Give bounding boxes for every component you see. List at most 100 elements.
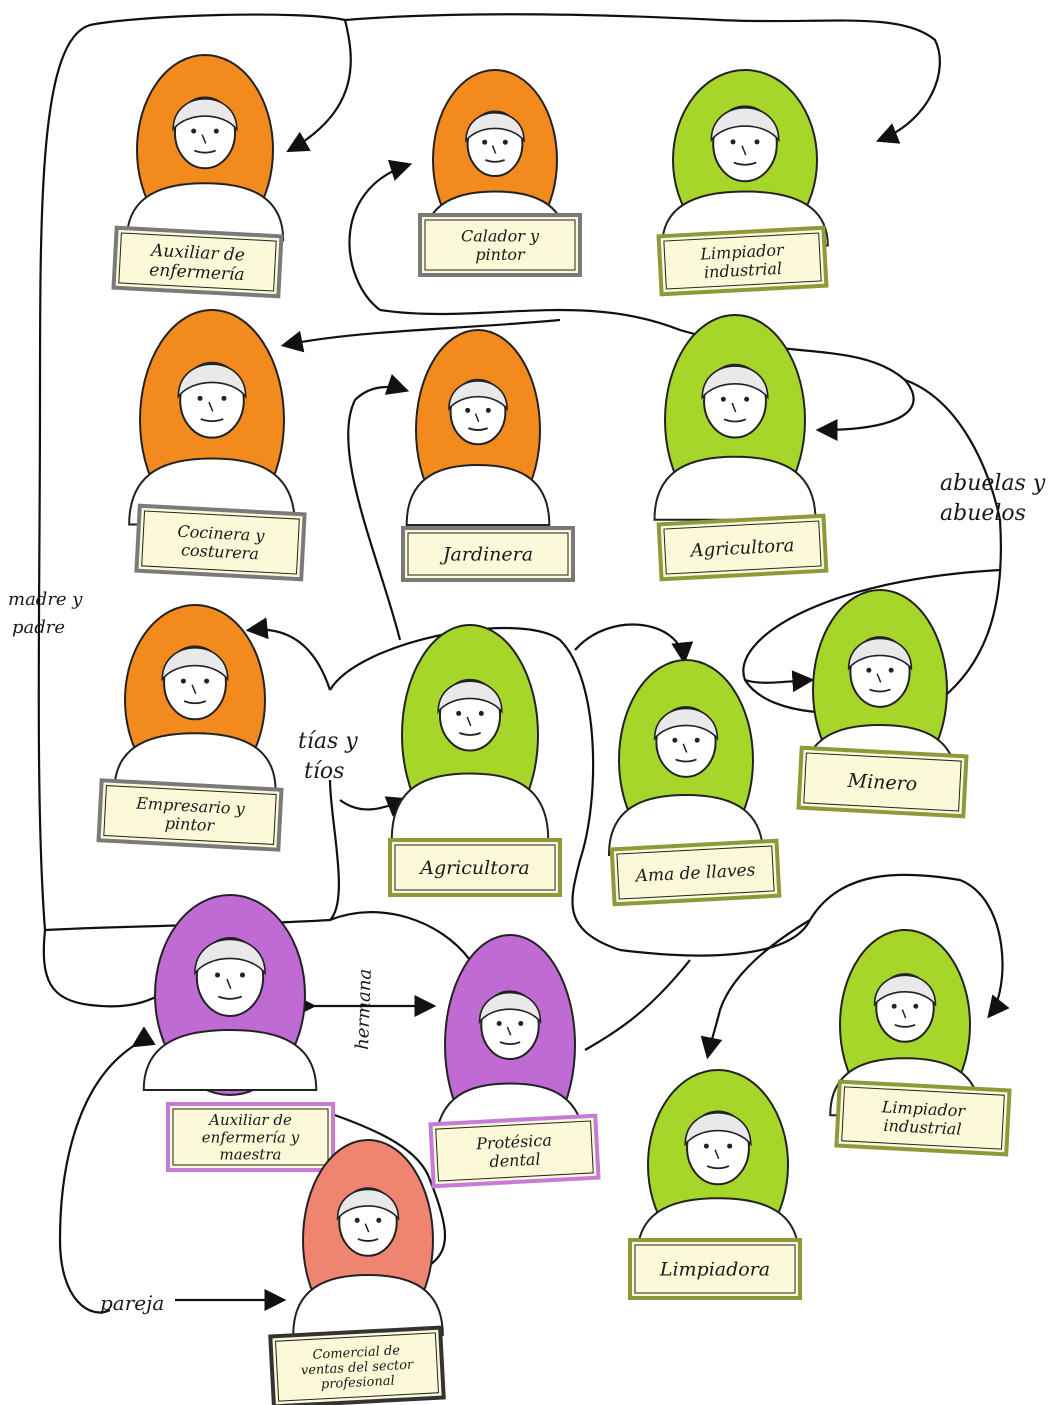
connector-top-left [37, 13, 346, 931]
portrait-eye [703, 1143, 709, 1149]
portrait-eye [180, 678, 186, 684]
person-jardinera: Jardinera [401, 329, 575, 582]
person-minero: Minero [796, 589, 969, 819]
annotation-hermana: hermana [352, 969, 376, 1051]
person-label: Minero [846, 770, 918, 796]
portrait-eye [888, 667, 894, 673]
portrait-mouth [869, 688, 891, 693]
connector-to-empresario [245, 617, 332, 691]
portrait-eye [204, 678, 210, 684]
portrait-mouth [499, 1041, 521, 1046]
person-protesica-dental: Protésicadental [428, 934, 601, 1189]
annotation-pareja: pareja [100, 1291, 164, 1315]
person-label-line: industrial [704, 259, 783, 282]
portrait-hair [684, 1112, 752, 1147]
portrait-eye [866, 667, 872, 673]
portrait-nose [201, 134, 207, 144]
label-card-frame [609, 838, 782, 907]
person-label-line: Auxiliar de [149, 241, 246, 266]
person-agricultora-2: Agricultora [388, 624, 562, 897]
person-label-line: Calador y [461, 226, 540, 245]
label-card: Empresario ypintor [96, 778, 284, 852]
label-card-inner-border [394, 844, 556, 891]
portrait-hair [701, 365, 769, 400]
label-card-frame [96, 778, 284, 852]
label-card-inner-border [634, 1244, 796, 1294]
label-card-frame [834, 1079, 1012, 1157]
label-card-inner-border [803, 752, 962, 812]
person-label: Comercial deventas del sectorprofesional [300, 1343, 415, 1394]
person-label: Limpiadora [659, 1259, 770, 1281]
portrait-body [405, 463, 551, 526]
portrait-mouth [194, 149, 216, 154]
portrait-nose [714, 1149, 720, 1160]
portrait-body [142, 1028, 318, 1091]
label-card: Protésicadental [428, 1113, 601, 1189]
portrait-hair [478, 991, 542, 1025]
person-label: Limpiadorindustrial [879, 1097, 967, 1139]
portrait-eye [518, 1021, 524, 1027]
label-card-frame [134, 503, 307, 582]
connector-protesica-right [584, 959, 691, 1051]
label-card-frame [628, 1238, 802, 1300]
person-label-line: Limpiador [880, 1097, 967, 1120]
person-limpiador-industrial-1: Limpiadorindustrial [656, 69, 829, 297]
label-card-frame [656, 513, 829, 582]
person-empresario-pintor: Empresario ypintor [96, 604, 284, 852]
connector-abuelos-branch [904, 378, 1002, 701]
person-limpiadora: Limpiadora [628, 1069, 802, 1300]
connector-tios-loop [329, 626, 621, 952]
portrait-nose [208, 401, 214, 412]
connector-to-auxiliar [286, 19, 352, 153]
portrait-hair [448, 380, 508, 412]
person-label-line: Limpiadora [659, 1259, 770, 1281]
portrait-mouth [459, 732, 481, 736]
label-card: Jardinera [401, 526, 575, 582]
portrait-eye [221, 395, 227, 401]
person-label-line: pintor [475, 245, 526, 264]
portrait-body [292, 1273, 444, 1336]
connector-to-protesica [329, 911, 471, 961]
annotation-tias: tías y tíos [298, 729, 365, 784]
label-card: Limpiadorindustrial [656, 225, 829, 297]
portrait-nose [876, 673, 882, 683]
portrait-eye [891, 1003, 897, 1009]
label-card-inner-border [141, 510, 300, 575]
portrait-eye [744, 396, 750, 402]
label-card-inner-border [663, 520, 822, 575]
person-label-line: dental [489, 1149, 541, 1171]
annotation-abuelas: abuelas y abuelos [940, 471, 1052, 526]
label-card-frame [268, 1325, 446, 1405]
connector-to-limpiadora [700, 919, 811, 1060]
portrait-mouth [706, 1165, 730, 1170]
portrait-nose [682, 743, 688, 753]
label-card-inner-border [841, 1086, 1005, 1150]
portrait-nose [226, 978, 232, 989]
portrait-nose [364, 1223, 370, 1233]
portrait-nose [901, 1009, 907, 1019]
portrait-eye [197, 395, 203, 401]
portrait-eye [215, 972, 221, 978]
label-card: Minero [796, 745, 969, 819]
label-card-inner-border [172, 1108, 329, 1166]
label-card-frame [111, 225, 284, 299]
person-label-line: industrial [883, 1116, 962, 1139]
portrait-eye [485, 407, 491, 413]
label-card-inner-border [435, 1120, 594, 1182]
portrait-nose [466, 716, 472, 727]
portrait-eye [376, 1217, 382, 1223]
portrait-hair [873, 974, 937, 1007]
portrait-mouth [357, 1238, 379, 1242]
portrait-eye [502, 139, 508, 145]
person-label-line: Jardinera [439, 544, 533, 566]
label-card-inner-border [103, 785, 277, 845]
portrait-mouth [467, 427, 489, 431]
label-card: Auxiliar deenfermería [111, 225, 284, 299]
connector-to-limpiador-2 [619, 873, 1010, 1019]
portrait-eye [672, 737, 678, 743]
portrait-mouth [675, 758, 697, 763]
